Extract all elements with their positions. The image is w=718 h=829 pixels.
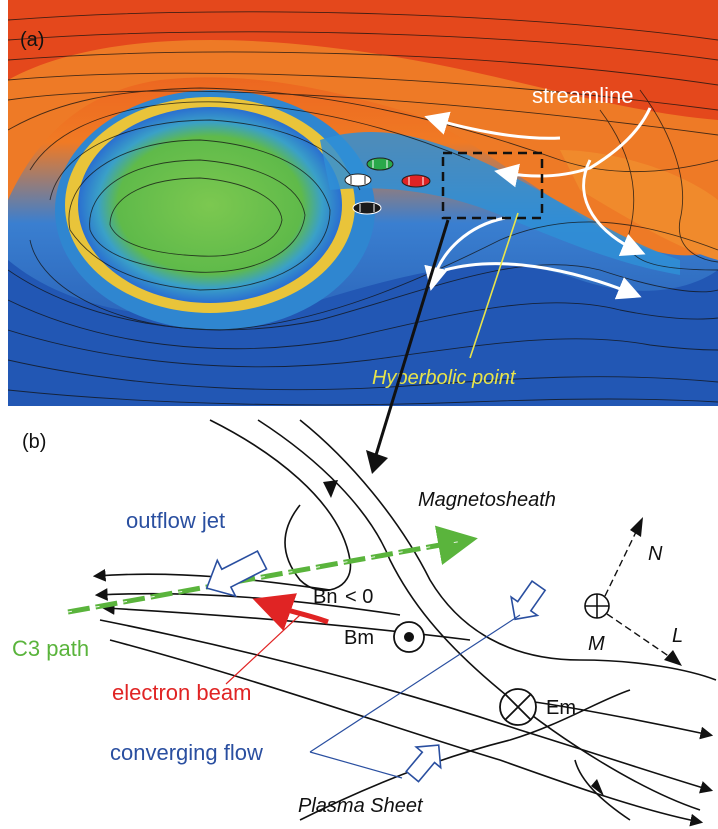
hyperbolic-point-label: Hyperbolic point [372,367,517,389]
outflow-jet-arrow [205,550,268,598]
zoom-arrow [374,219,450,456]
lmn-axes [584,517,682,666]
converging-flow-label: converging flow [110,740,263,765]
panel-a-label: (a) [20,29,44,51]
flow-arrowhead [591,779,604,796]
axis-n-label: N [648,543,663,565]
axis-l-label: L [672,625,683,647]
electron-beam-leader [225,614,301,685]
panel-b-label: (b) [22,431,46,453]
streamline-label: streamline [532,83,633,108]
magnetosheath-label: Magnetosheath [418,489,556,511]
converging-flow-leaders [309,614,521,779]
panel-a-image [8,0,718,406]
bm-label: Bm [344,627,374,649]
c3-path-line [67,525,478,615]
flow-arrowhead [323,480,338,498]
converging-flow-arrow-top [510,580,547,621]
bn-label: Bn [313,586,337,608]
em-label: Em [546,697,576,719]
outflow-jet-label: outflow jet [126,508,225,533]
bm-out-of-page-icon [393,621,425,653]
converging-flow-arrow-bottom [405,744,442,783]
axis-m-label: M [588,633,605,655]
zoom-arrowhead [366,450,388,474]
bn-condition-label: < 0 [345,586,373,608]
em-into-page-icon [499,688,537,726]
spacecraft-icons [344,157,431,215]
electron-beam-arrow [252,593,329,631]
electron-beam-label: electron beam [112,680,251,705]
c3-path-label: C3 path [12,636,89,661]
field-lines [92,419,717,827]
plasma-sheet-label: Plasma Sheet [298,795,424,817]
